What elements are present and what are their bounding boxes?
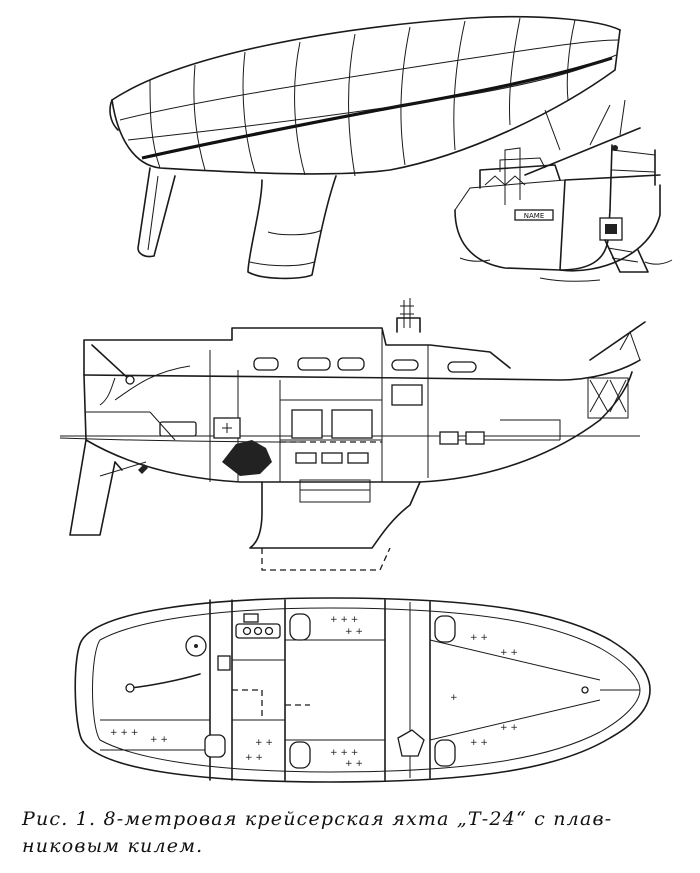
svg-text:+ + +: + + + xyxy=(330,748,358,758)
stern-name-plate: NAME xyxy=(524,212,545,220)
figure-caption: Рис. 1. 8-метровая крейсерская яхта „Т-2… xyxy=(22,806,682,860)
svg-text:+ +: + + xyxy=(500,648,518,658)
hull-perspective-view xyxy=(109,15,621,280)
svg-text:+ +: + + xyxy=(500,723,518,733)
side-profile-view xyxy=(59,298,646,571)
caption-line-1: Рис. 1. 8-метровая крейсерская яхта „Т-2… xyxy=(22,808,613,830)
stern-perspective-sketch: NAME xyxy=(454,99,673,282)
svg-text:+ +: + + xyxy=(150,735,168,745)
svg-text:+ + +: + + + xyxy=(110,728,138,738)
svg-text:+ +: + + xyxy=(345,759,363,769)
yacht-drawing: NAME xyxy=(59,15,673,783)
svg-text:+ +: + + xyxy=(245,753,263,763)
plan-view: + + ++ + + + ++ + + ++ + + + ++ + + ++ +… xyxy=(74,597,651,783)
svg-text:+ +: + + xyxy=(470,738,488,748)
svg-text:+: + xyxy=(450,693,458,703)
svg-text:+ +: + + xyxy=(255,738,273,748)
svg-text:+ +: + + xyxy=(470,633,488,643)
caption-line-2: никовым килем. xyxy=(22,835,204,857)
svg-text:+ +: + + xyxy=(345,627,363,637)
svg-text:+ + +: + + + xyxy=(330,615,358,625)
